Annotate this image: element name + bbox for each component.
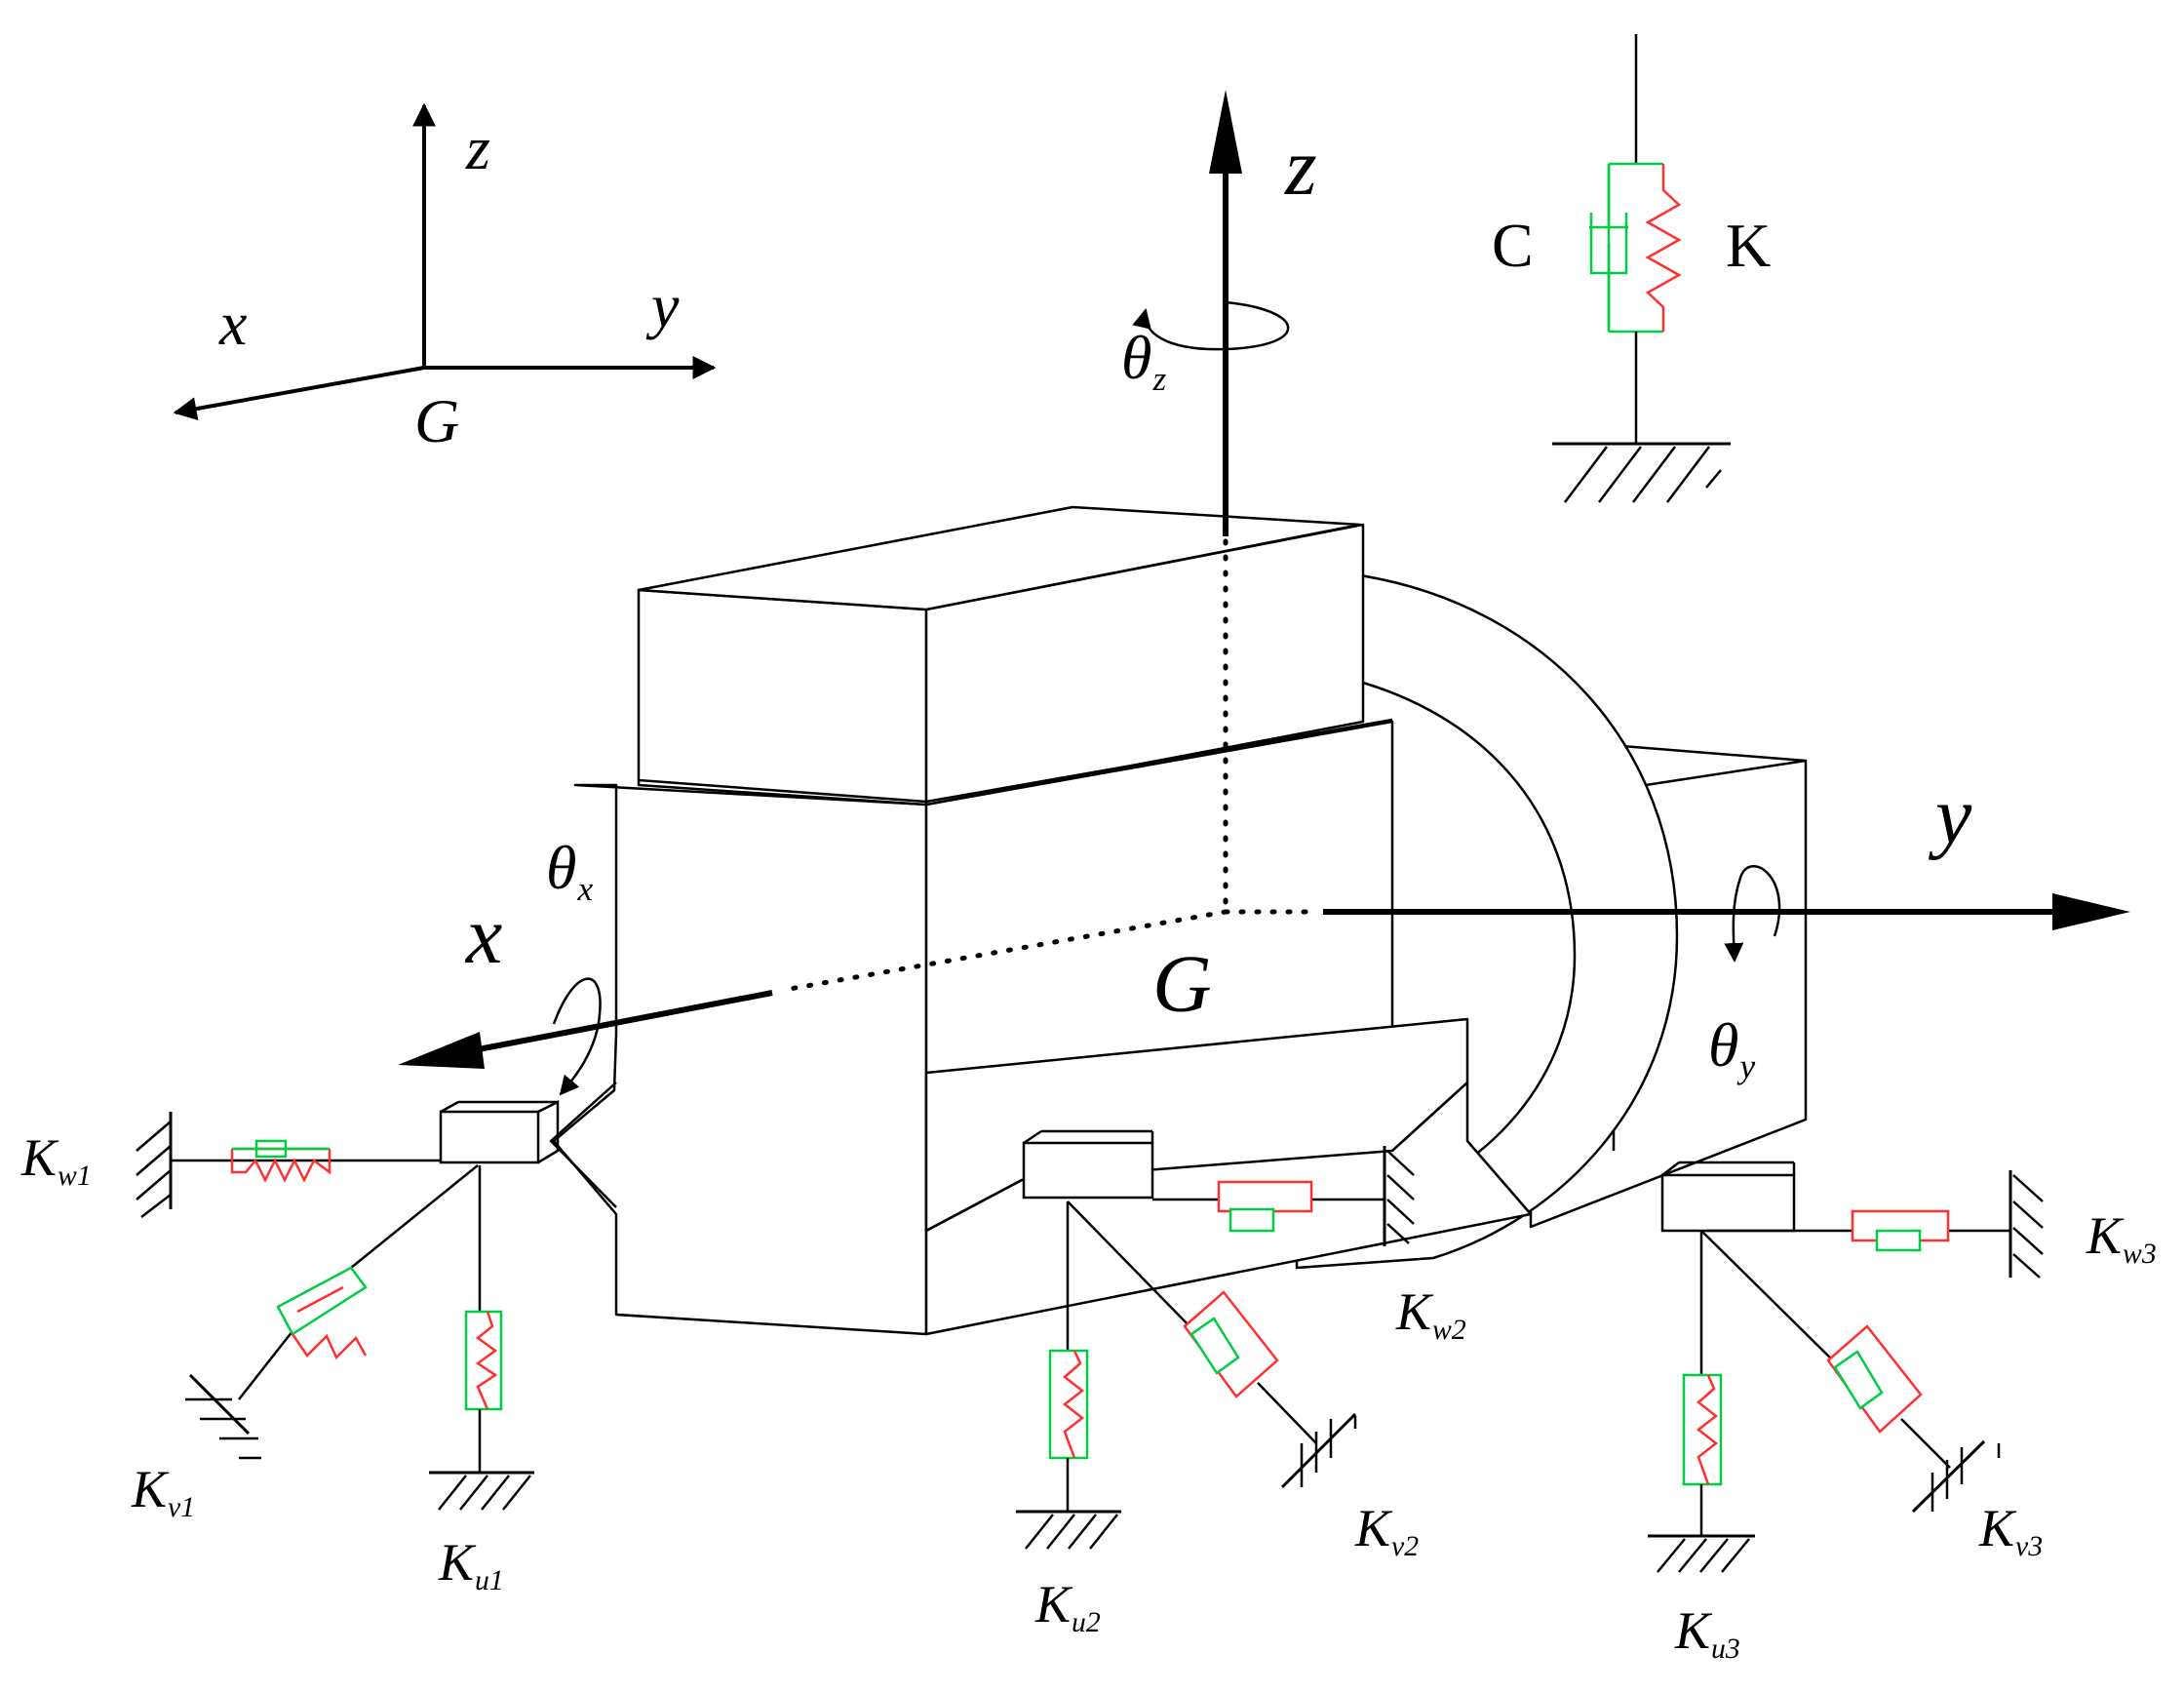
legend-spring-damper — [1552, 34, 1731, 503]
ku2-label: Ku2 — [1035, 1575, 1101, 1639]
upper-box-top — [637, 505, 1362, 611]
theta-z-rotation-arrow — [1132, 300, 1290, 351]
front-lower-body — [552, 783, 928, 1336]
mount-2 — [1016, 1129, 1415, 1550]
mount-1 — [136, 1099, 560, 1511]
main-y-arrowhead — [2052, 893, 2130, 930]
kw1-label: Kw1 — [21, 1128, 92, 1193]
rotation-indicators — [552, 300, 1781, 1096]
small-origin-label: G — [414, 386, 460, 455]
legend-spring-label: K — [1726, 211, 1772, 280]
machine-body — [549, 505, 1808, 1336]
theta-y-label: θy — [1708, 1010, 1756, 1086]
main-origin-label: G — [1152, 939, 1212, 1030]
ku1-label: Ku1 — [439, 1533, 504, 1597]
main-x-arrowhead — [398, 1032, 485, 1069]
main-x-label: x — [466, 890, 503, 981]
legend-damper-label: C — [1492, 211, 1534, 280]
kw3-label: Kw3 — [2086, 1206, 2157, 1271]
kv3-label: Kv3 — [1979, 1499, 2044, 1563]
ku3-label: Ku3 — [1675, 1601, 1740, 1666]
small-y-label: y — [651, 271, 680, 340]
main-z-arrowhead — [1209, 90, 1242, 174]
theta-z-label: θz — [1121, 323, 1167, 399]
kw2-label: Kw2 — [1396, 1282, 1466, 1347]
main-z-label: z — [1285, 122, 1317, 213]
small-reference-frame — [173, 102, 717, 420]
main-x-axis — [457, 990, 773, 1056]
small-z-label: z — [466, 113, 490, 182]
kv1-label: Kv1 — [132, 1460, 196, 1524]
theta-x-label: θx — [546, 833, 594, 909]
main-y-label: y — [1935, 770, 1972, 861]
upper-box-front — [637, 588, 928, 807]
main-axes — [398, 90, 2130, 1069]
small-x-label: x — [219, 289, 248, 358]
theta-x-rotation-arrow — [552, 977, 602, 1096]
kv2-label: Kv2 — [1355, 1499, 1420, 1563]
legend-spring — [1645, 164, 1682, 332]
theta-y-rotation-arrow — [1724, 865, 1781, 963]
mount-3 — [1648, 1161, 2044, 1573]
main-x-hidden — [787, 909, 1228, 992]
flange-inner — [1362, 681, 1577, 1200]
legend-damper — [1589, 164, 1628, 332]
small-x-axis — [173, 366, 425, 420]
